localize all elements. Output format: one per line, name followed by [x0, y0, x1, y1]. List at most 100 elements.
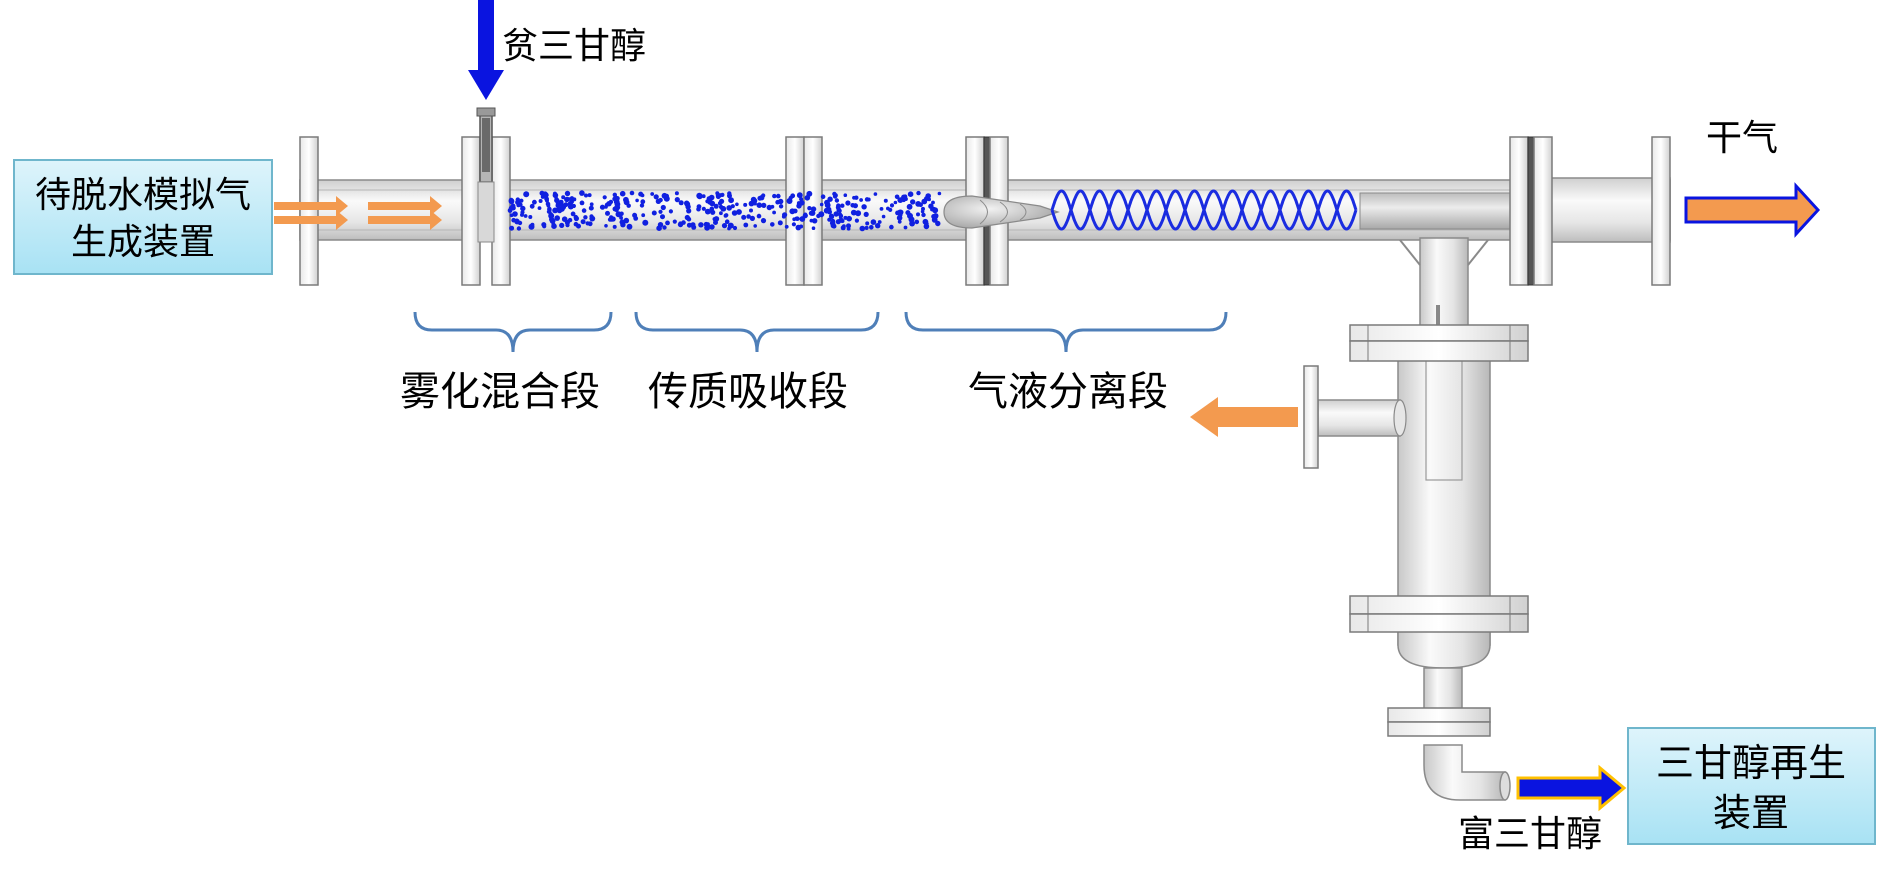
teg-droplet — [658, 197, 663, 203]
teg-droplet — [589, 214, 594, 219]
teg-droplet — [916, 212, 920, 217]
teg-droplet — [724, 219, 730, 224]
teg-droplet — [564, 196, 570, 203]
teg-droplet — [928, 203, 934, 209]
teg-droplet — [864, 225, 869, 230]
teg-droplet — [530, 222, 535, 227]
teg-droplet — [743, 202, 748, 207]
inlet-gas-arrows — [274, 196, 442, 230]
teg-droplet — [508, 205, 514, 211]
teg-droplet — [897, 197, 904, 204]
teg-droplet — [641, 213, 646, 218]
teg-droplet — [548, 209, 552, 213]
teg-droplet — [653, 194, 659, 200]
swirl-vane — [943, 195, 1060, 229]
teg-droplet — [778, 204, 784, 209]
teg-droplet — [753, 224, 757, 228]
teg-droplet — [564, 190, 571, 197]
teg-droplet — [893, 200, 898, 205]
teg-droplet — [642, 219, 649, 226]
teg-droplet — [520, 205, 526, 212]
teg-droplet — [528, 215, 533, 219]
teg-droplet — [619, 211, 624, 216]
teg-droplet — [713, 216, 720, 222]
teg-droplet — [897, 209, 904, 216]
teg-droplet — [873, 192, 878, 196]
teg-droplet — [589, 202, 594, 207]
teg-droplet — [749, 215, 756, 221]
teg-droplet — [886, 206, 890, 211]
teg-droplet — [776, 193, 781, 199]
teg-droplet — [523, 191, 530, 198]
teg-droplet — [861, 204, 867, 210]
teg-droplet — [782, 212, 788, 218]
teg-droplet — [612, 224, 617, 229]
teg-droplet — [529, 203, 535, 209]
teg-droplet — [850, 209, 857, 216]
teg-droplet — [852, 203, 859, 209]
teg-droplet — [937, 191, 942, 196]
teg-droplet — [579, 200, 585, 206]
teg-droplet — [796, 192, 803, 199]
teg-droplet — [554, 215, 560, 221]
teg-droplet — [812, 218, 818, 224]
teg-droplet — [916, 190, 921, 196]
teg-droplet — [557, 208, 563, 214]
teg-droplet — [707, 196, 713, 202]
teg-droplet — [674, 191, 679, 196]
brace-mass-transfer — [634, 311, 880, 353]
teg-droplet — [833, 211, 839, 217]
teg-droplet — [855, 210, 862, 217]
teg-droplet — [512, 211, 518, 217]
teg-droplet — [896, 215, 903, 221]
teg-droplet — [756, 202, 763, 208]
teg-droplet — [743, 222, 749, 228]
rich-teg-label: 富三甘醇 — [1458, 814, 1602, 855]
teg-droplet — [784, 224, 789, 229]
teg-droplet — [610, 216, 616, 222]
teg-droplet — [615, 196, 620, 201]
teg-droplet — [854, 195, 859, 200]
teg-droplet — [854, 218, 860, 223]
lean-teg-label: 贫三甘醇 — [502, 26, 646, 67]
teg-droplet — [691, 224, 697, 230]
teg-droplet — [587, 221, 593, 227]
teg-droplet — [731, 210, 738, 216]
teg-droplet — [516, 203, 521, 208]
side-outlet-arrow — [1190, 397, 1298, 437]
teg-droplet — [588, 205, 594, 211]
teg-droplet — [724, 213, 729, 218]
teg-droplet — [799, 224, 804, 229]
teg-droplet — [719, 211, 723, 216]
teg-droplet — [573, 214, 578, 220]
teg-droplet — [802, 213, 808, 219]
teg-droplet — [859, 225, 866, 232]
teg-droplet — [584, 193, 588, 198]
teg-droplet — [696, 206, 701, 212]
teg-droplet — [772, 210, 776, 215]
teg-droplet — [827, 196, 833, 202]
teg-droplet — [686, 216, 692, 222]
teg-droplet — [789, 208, 796, 215]
section-label-separation: 气液分离段 — [968, 369, 1168, 415]
teg-droplet — [704, 208, 711, 215]
teg-droplet — [842, 224, 846, 229]
teg-droplet — [770, 204, 775, 209]
teg-droplet — [881, 214, 886, 219]
teg-droplet — [639, 203, 645, 208]
teg-droplet — [554, 197, 560, 204]
teg-droplet — [626, 223, 633, 230]
teg-droplet — [709, 200, 716, 207]
teg-droplet — [757, 195, 763, 201]
teg-droplet — [727, 226, 731, 231]
teg-droplet — [829, 214, 835, 220]
teg-droplet — [761, 193, 766, 198]
teg-droplet — [746, 214, 751, 219]
teg-regen-label-line2: 装置 — [1713, 791, 1789, 835]
teg-droplet — [846, 215, 852, 222]
teg-droplet — [672, 219, 677, 224]
teg-droplet — [836, 207, 842, 213]
teg-droplet — [570, 211, 576, 217]
teg-droplet — [863, 211, 869, 217]
